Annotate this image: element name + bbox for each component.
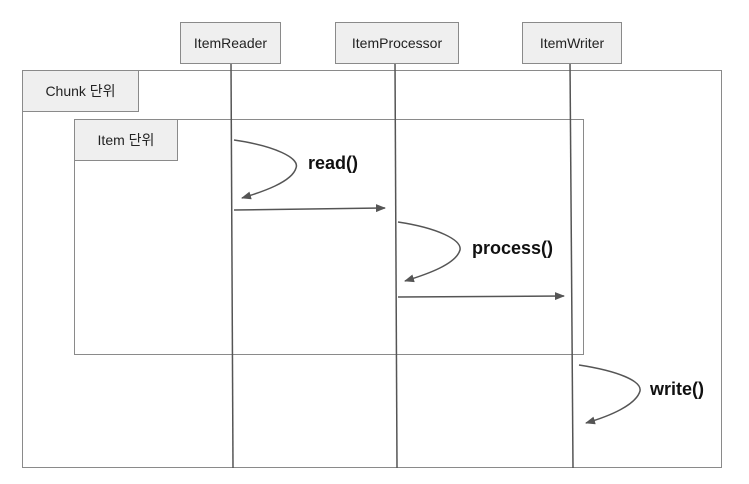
participant-itemprocessor: ItemProcessor [335,22,459,64]
lifeline-itemprocessor [394,61,398,469]
item-frame-label: Item 단위 [74,119,178,161]
lifeline-itemreader [230,61,234,469]
write-label: write() [650,379,704,399]
lifeline-itemwriter [569,61,574,469]
chunk-frame [22,70,722,468]
participant-itemwriter: ItemWriter [522,22,622,64]
item-frame [74,119,584,355]
process-label: process() [472,238,554,258]
process-self-call-arrow [397,221,461,283]
read-self-call-arrow [233,139,298,200]
chunk-frame-label: Chunk 단위 [22,70,139,112]
write-self-call-arrow [578,364,641,425]
processor-to-writer-arrow [397,292,565,301]
reader-to-processor-arrow [233,204,386,213]
participant-itemreader: ItemReader [180,22,281,64]
read-label: read() [308,153,359,173]
